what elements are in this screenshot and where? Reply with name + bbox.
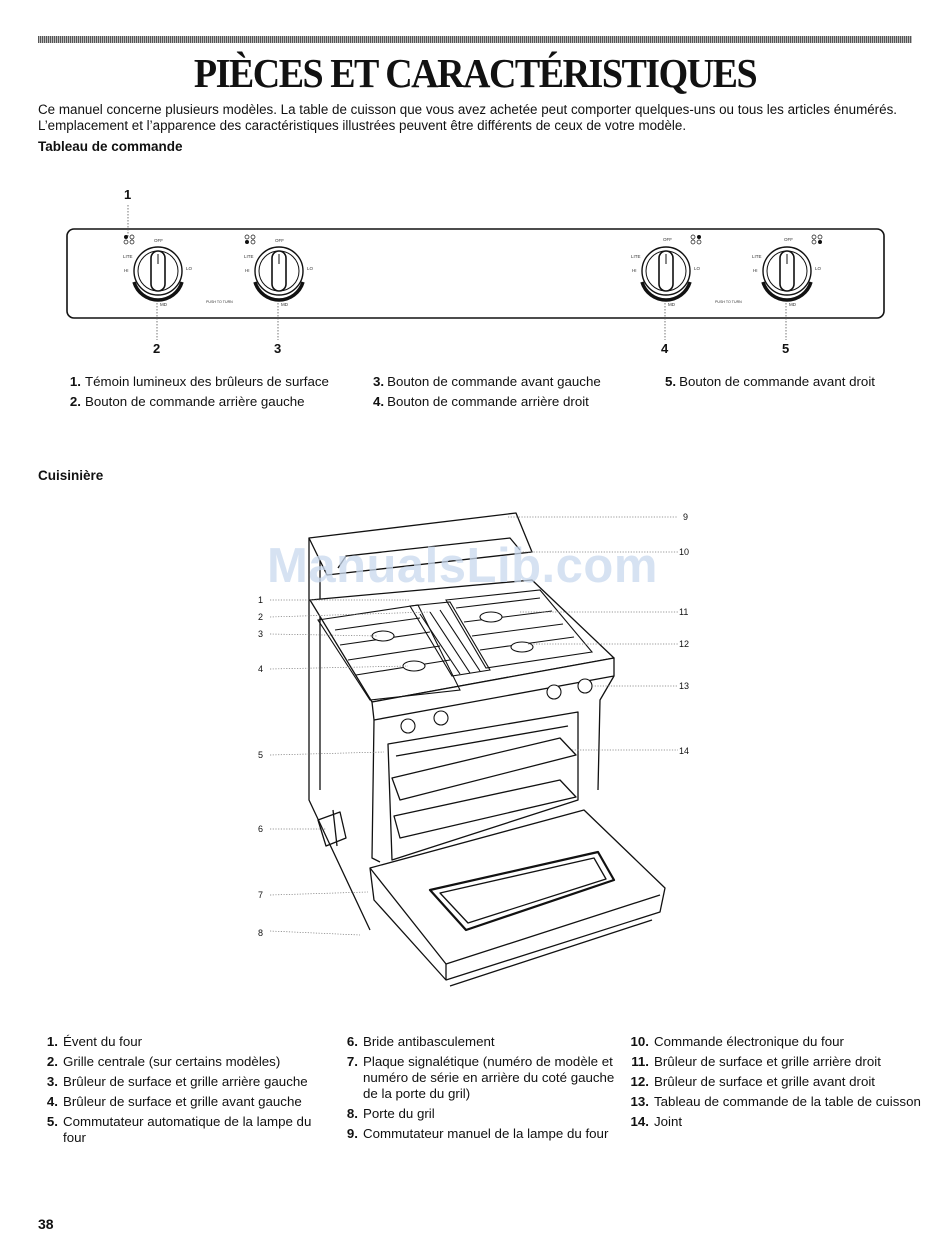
push-to-turn-label: PUSH TO TURN — [206, 300, 233, 304]
range-callout-14: 14 — [679, 746, 689, 756]
list-item: 11.Brûleur de surface et grille arrière … — [631, 1054, 881, 1069]
knob-label-md: MD — [668, 302, 676, 307]
knob-front-left-icon — [253, 246, 305, 302]
list-item: 2.Grille centrale (sur certains modèles) — [46, 1054, 281, 1069]
knob-label-lite: LITE — [752, 254, 762, 259]
knob-rear-right-icon — [640, 246, 692, 302]
knob-label-lite: LITE — [123, 254, 133, 259]
knob-label-lo: LO — [815, 266, 822, 271]
knob-label-hi: HI — [753, 268, 758, 273]
header-rule — [38, 36, 912, 43]
range-list-col1: 1.Évent du four 2.Grille centrale (sur c… — [32, 1034, 317, 1150]
list-item: 8.Porte du gril — [346, 1106, 435, 1121]
callout-4: 4 — [661, 341, 669, 356]
callout-3: 3 — [274, 341, 282, 356]
list-item: 1.Évent du four — [46, 1034, 143, 1049]
knob-label-hi: HI — [632, 268, 637, 273]
list-item: 4.Bouton de commande arrière droit — [373, 394, 589, 409]
range-callout-7: 7 — [258, 890, 263, 900]
list-item: 4.Brûleur de surface et grille avant gau… — [46, 1094, 302, 1109]
knob-label-md: MD — [281, 302, 289, 307]
control-panel-list-col1: 1.Témoin lumineux des brûleurs de surfac… — [60, 374, 335, 414]
list-item: 2.Bouton de commande arrière gauche — [69, 394, 305, 409]
range-callout-12: 12 — [679, 639, 689, 649]
knob-label-hi: HI — [245, 268, 250, 273]
knob-rear-left-icon — [132, 246, 184, 302]
knob-front-right-icon — [761, 246, 813, 302]
list-item: 12.Brûleur de surface et grille avant dr… — [630, 1074, 876, 1089]
list-item: 14.Joint — [630, 1114, 683, 1129]
watermark: ManualsLib.com — [267, 539, 658, 593]
knob-label-md: MD — [789, 302, 797, 307]
indicator-light-icon — [123, 234, 135, 245]
range-heading: Cuisinière — [38, 468, 104, 483]
list-item: 3.Bouton de commande avant gauche — [373, 374, 601, 389]
range-callout-6: 6 — [258, 824, 263, 834]
callout-1: 1 — [124, 187, 132, 202]
knob-label-lo: LO — [307, 266, 314, 271]
range-callout-8: 8 — [258, 928, 263, 938]
range-list-col2: 6.Bride antibasculement 7.Plaque signalé… — [332, 1034, 617, 1146]
range-list-col3: 10.Commande électronique du four 11.Brûl… — [623, 1034, 923, 1134]
knob-label-hi: HI — [124, 268, 129, 273]
list-item: 3.Brûleur de surface et grille arrière g… — [46, 1074, 308, 1089]
knob-label-lite: LITE — [244, 254, 254, 259]
range-callout-2: 2 — [258, 612, 263, 622]
range-callout-5: 5 — [258, 750, 263, 760]
callout-2: 2 — [153, 341, 161, 356]
knob-label-off: OFF — [154, 238, 163, 243]
list-item: 5.Commutateur automatique de la lampe du… — [46, 1114, 312, 1145]
knob-label-off: OFF — [784, 237, 793, 242]
callout-5: 5 — [782, 341, 790, 356]
range-callout-13: 13 — [679, 681, 689, 691]
range-callout-10: 10 — [679, 547, 689, 557]
list-item: 6.Bride antibasculement — [346, 1034, 495, 1049]
range-callout-9: 9 — [683, 512, 688, 522]
list-item: 7.Plaque signalétique (numéro de modèle … — [346, 1054, 615, 1101]
range-callout-3: 3 — [258, 629, 263, 639]
intro-paragraph: Ce manuel concerne plusieurs modèles. La… — [38, 102, 897, 133]
knob-label-off: OFF — [275, 238, 284, 243]
range-callout-11: 11 — [679, 607, 688, 617]
control-panel-list-col2: 3.Bouton de commande avant gauche 4.Bout… — [373, 374, 633, 414]
knob-label-off: OFF — [663, 237, 672, 242]
knob-label-md: MD — [160, 302, 168, 307]
knob-label-lite: LITE — [631, 254, 641, 259]
control-panel-heading: Tableau de commande — [38, 139, 183, 154]
knob-label-lo: LO — [694, 266, 701, 271]
list-item: 13.Tableau de commande de la table de cu… — [630, 1094, 921, 1109]
list-item: 1.Témoin lumineux des brûleurs de surfac… — [69, 374, 329, 389]
push-to-turn-label: PUSH TO TURN — [715, 300, 742, 304]
knob-label-lo: LO — [186, 266, 193, 271]
range-callout-4: 4 — [258, 664, 263, 674]
range-callout-1: 1 — [258, 595, 263, 605]
page-number: 38 — [38, 1216, 54, 1232]
list-item: 9.Commutateur manuel de la lampe du four — [346, 1126, 609, 1141]
list-item: 10.Commande électronique du four — [630, 1034, 844, 1049]
list-item: 5.Bouton de commande avant droit — [665, 374, 875, 389]
control-panel-list-col3: 5.Bouton de commande avant droit — [665, 374, 925, 394]
page-title: PIÈCES ET CARACTÉRISTIQUES — [193, 51, 758, 97]
